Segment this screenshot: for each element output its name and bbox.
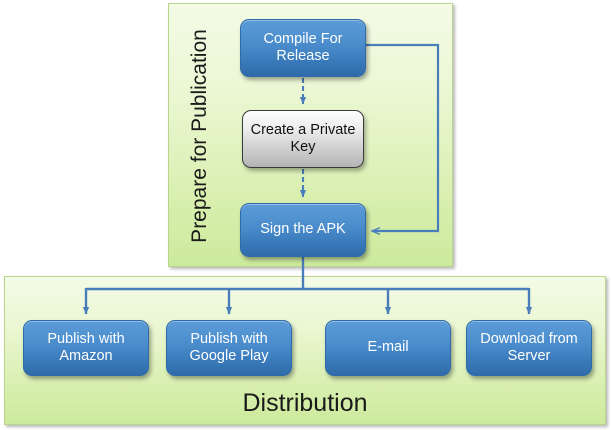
- node-sign-the-apk[interactable]: Sign the APK: [240, 203, 366, 257]
- node-publish-with-google-play[interactable]: Publish with Google Play: [166, 320, 292, 376]
- node-create-a-private-key[interactable]: Create a Private Key: [242, 110, 364, 168]
- group-label-prepare-for-publication: Prepare for Publication: [188, 29, 211, 243]
- node-download-from-server[interactable]: Download from Server: [466, 320, 592, 376]
- node-publish-with-amazon[interactable]: Publish with Amazon: [23, 320, 149, 376]
- group-label-distribution: Distribution: [242, 389, 368, 417]
- node-email[interactable]: E-mail: [325, 320, 451, 376]
- node-compile-for-release[interactable]: Compile For Release: [240, 19, 366, 77]
